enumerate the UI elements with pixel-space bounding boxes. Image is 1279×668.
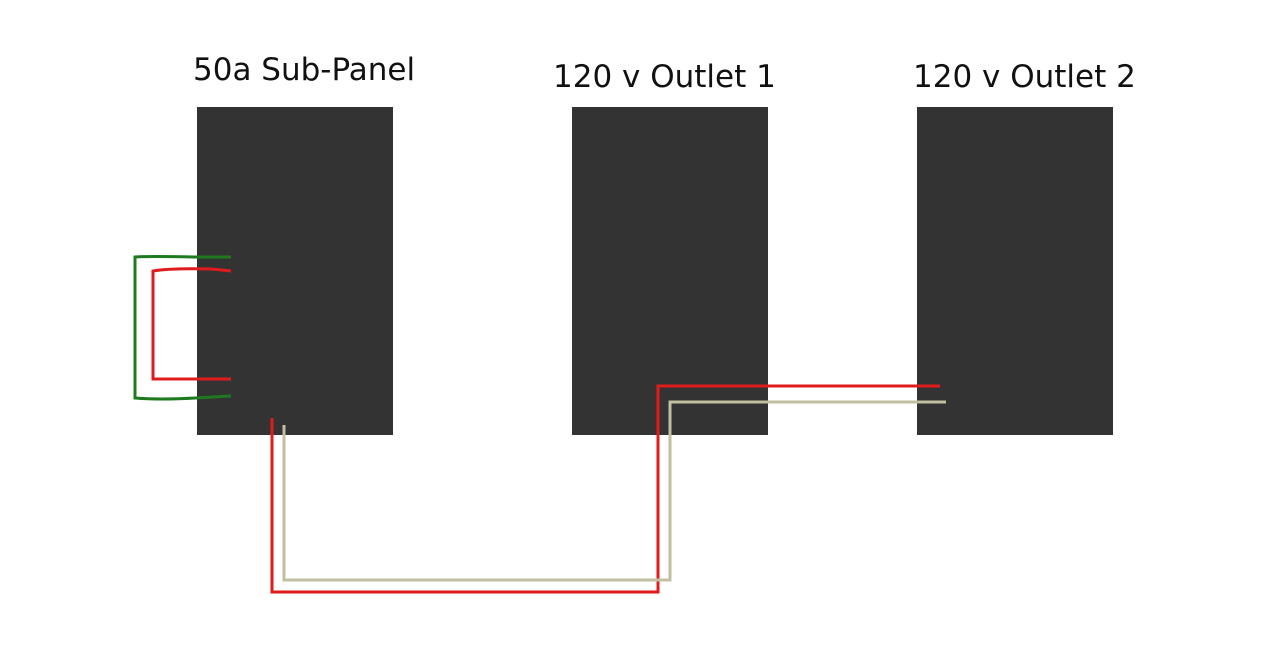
outlet2-label: 120 v Outlet 2 <box>913 59 1136 95</box>
subpanel-label: 50a Sub-Panel <box>193 52 416 88</box>
hot-loop-wire <box>151 267 232 381</box>
outlet1-box <box>572 107 768 435</box>
ground-loop-wire <box>133 255 232 401</box>
outlet1-label: 120 v Outlet 1 <box>553 59 776 95</box>
neutral-run-wire <box>282 400 946 582</box>
outlet2-box <box>917 107 1113 435</box>
hot-run-wire <box>270 384 940 594</box>
